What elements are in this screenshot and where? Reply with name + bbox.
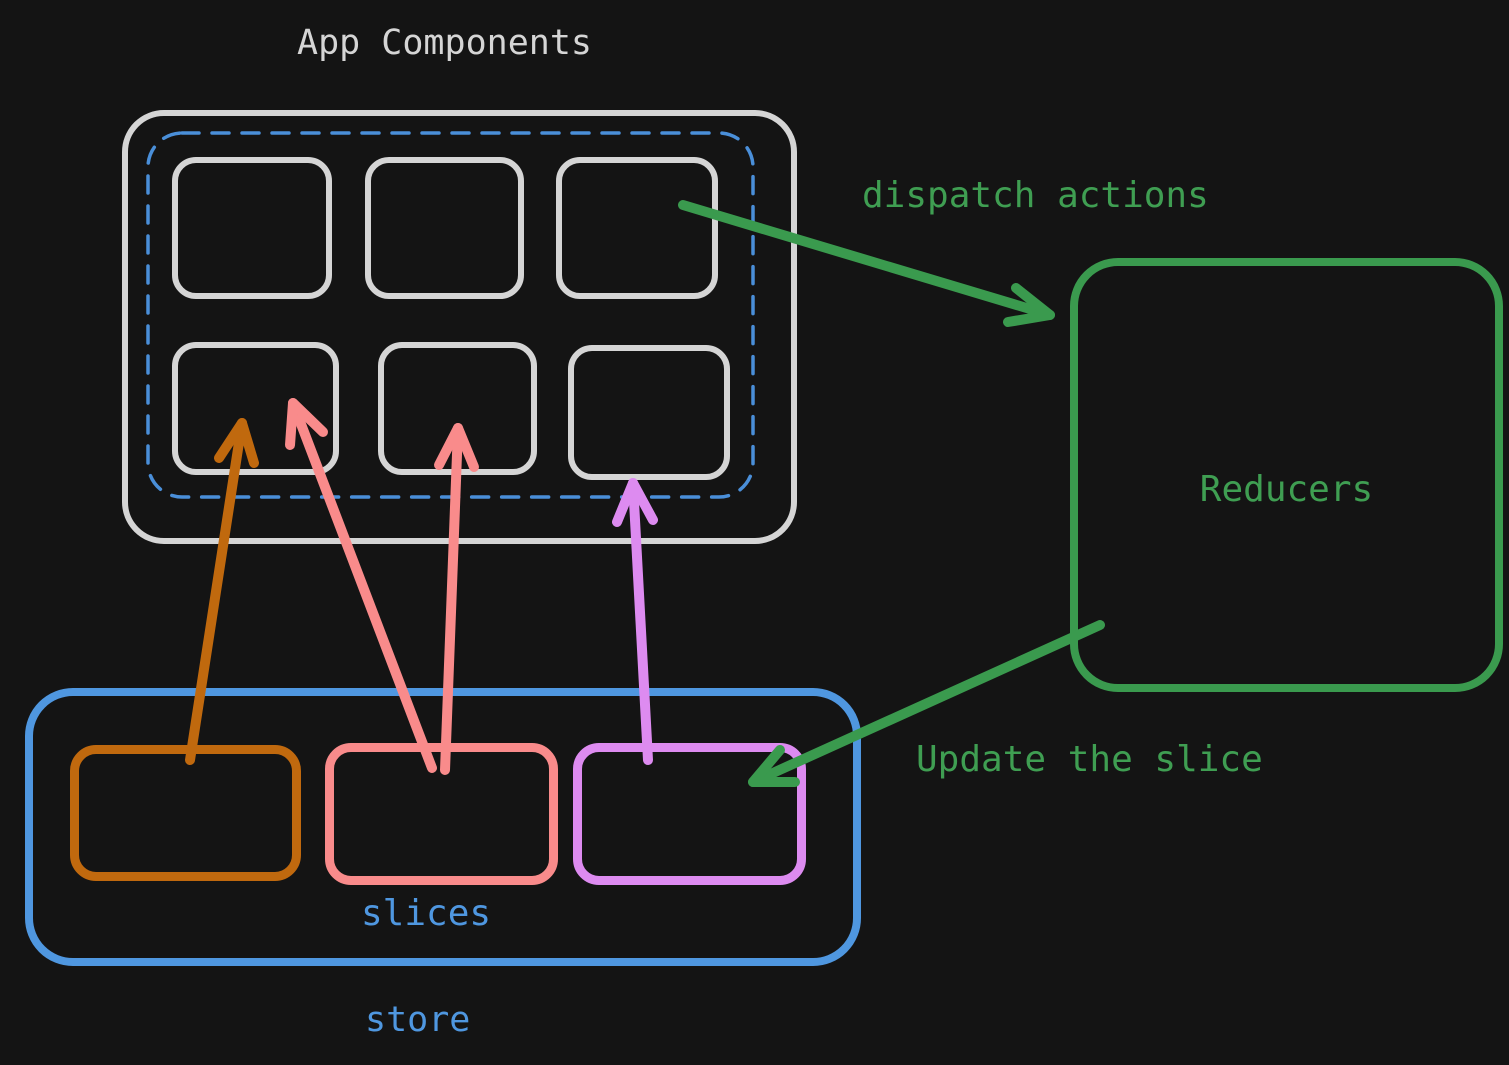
component-cell — [365, 157, 524, 299]
reducers-label: Reducers — [1199, 468, 1374, 510]
dispatch-actions-label: dispatch actions — [862, 175, 1209, 216]
component-cell — [172, 342, 339, 475]
arrow-head — [1003, 283, 1055, 327]
store-label: store — [365, 1000, 471, 1040]
slices-label: slices — [361, 893, 492, 934]
component-cell — [378, 342, 537, 475]
reducers-box: Reducers — [1070, 258, 1503, 692]
slice-box-purple — [573, 743, 806, 885]
slice-box-pink — [325, 743, 558, 885]
update-slice-label: Update the slice — [916, 739, 1263, 780]
app-components-title: App Components — [297, 23, 593, 63]
slice-box-orange — [70, 745, 301, 881]
component-cell — [172, 157, 332, 299]
component-cell — [556, 157, 718, 299]
component-cell — [568, 345, 730, 480]
